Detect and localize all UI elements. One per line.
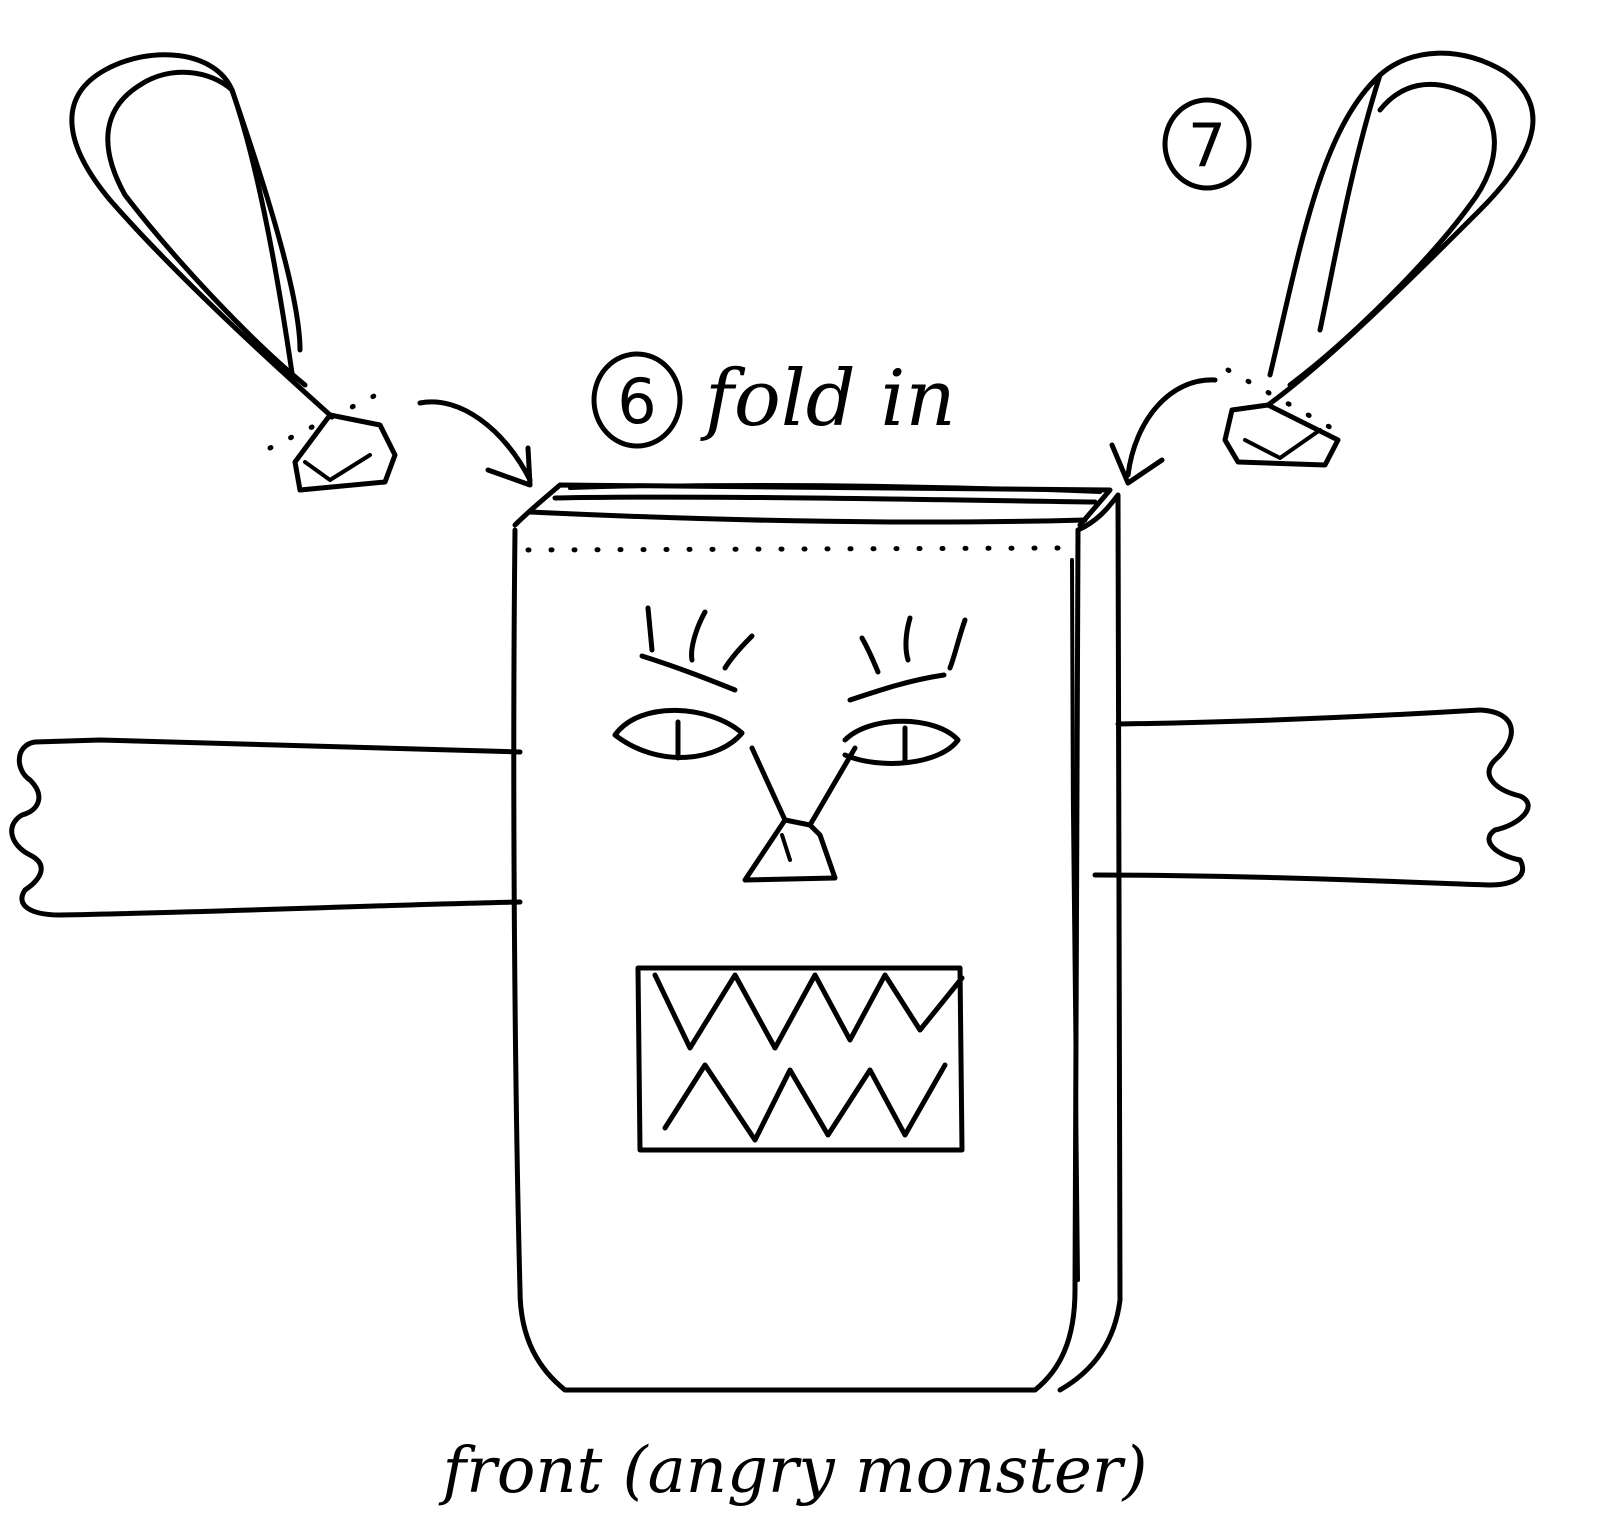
right-eyebrow [847, 672, 947, 703]
fold-line-dotted [525, 545, 1073, 553]
step-6-label: 6 fold in [591, 351, 956, 449]
monster-face [612, 605, 968, 1153]
step-7-label: 7 [1162, 97, 1252, 191]
monster-body [511, 492, 1123, 1393]
step-6-number: 6 [617, 365, 656, 438]
top-flap [512, 482, 1113, 528]
step-7-number: 7 [1188, 111, 1226, 181]
left-eyelashes [645, 605, 755, 671]
left-arm [9, 737, 523, 918]
mouth [635, 965, 965, 1153]
right-arm [1092, 707, 1531, 888]
right-eyelashes [859, 615, 968, 675]
right-fold-arrow [1109, 377, 1218, 486]
left-eye [612, 707, 745, 761]
right-ear [1222, 50, 1536, 468]
nose [742, 745, 858, 883]
right-eye [842, 718, 961, 766]
left-fold-arrow [417, 399, 533, 488]
left-ear [69, 52, 398, 493]
left-eyebrow [639, 653, 738, 693]
step-6-instruction: fold in [700, 354, 956, 444]
caption: front (angry monster) [439, 1434, 1148, 1508]
